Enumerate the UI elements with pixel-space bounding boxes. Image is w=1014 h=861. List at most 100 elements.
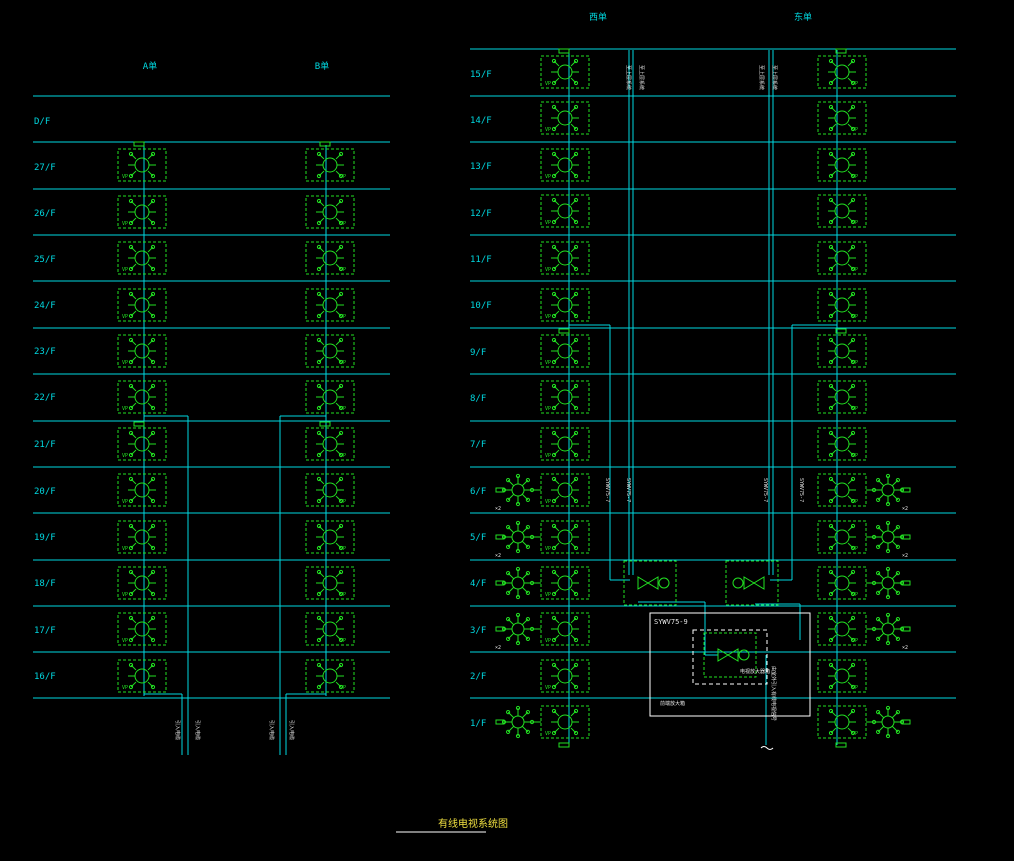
outlet-dot: [573, 545, 579, 551]
outlet-dot: [573, 244, 579, 250]
terminator: [319, 141, 331, 147]
branch: [553, 664, 560, 671]
branch: [553, 123, 560, 130]
box-outline: [305, 195, 355, 229]
outlet-dot: [850, 452, 856, 458]
floor-label: 23/F: [34, 347, 56, 357]
star-dot: [525, 729, 530, 734]
outlet-dot: [828, 197, 834, 203]
box-outline: [305, 520, 355, 554]
splitter-circle: [557, 110, 573, 126]
branch: [553, 727, 560, 734]
outlet-dot: [850, 430, 856, 436]
distribution-box: VP: [305, 380, 355, 414]
branch: [830, 339, 837, 346]
distribution-box: VP: [817, 148, 867, 182]
outlet-dot: [828, 476, 834, 482]
floor-lines: [33, 48, 956, 699]
distribution-box: VP: [117, 473, 167, 507]
branch: [570, 432, 577, 439]
star-dot: [895, 478, 900, 483]
outlet-dot: [338, 662, 344, 668]
splitter-circle: [134, 436, 150, 452]
branch: [847, 339, 854, 346]
vp-text: VP: [852, 453, 858, 459]
branch: [847, 60, 854, 67]
branch: [830, 495, 837, 502]
outlet-dot: [150, 337, 156, 343]
outlet-dot: [573, 58, 579, 64]
branch: [318, 664, 325, 671]
vp-text: VP: [340, 638, 346, 644]
distribution-box: VP: [540, 380, 590, 414]
vp-text: VP: [545, 267, 551, 273]
outlet-dot: [850, 337, 856, 343]
branch: [318, 571, 325, 578]
branch: [847, 153, 854, 160]
outlet-dot: [573, 637, 579, 643]
branch: [570, 617, 577, 624]
branch: [130, 217, 137, 224]
outlet-dot: [551, 405, 557, 411]
branch: [130, 339, 137, 346]
star-dot: [506, 590, 511, 595]
box-outline: [817, 194, 867, 228]
distribution-box: VP: [540, 473, 590, 507]
floor-label: 12/F: [470, 209, 492, 219]
terminator: [901, 580, 911, 586]
branch: [570, 525, 577, 532]
outlet-dot: [573, 383, 579, 389]
box-outline: [817, 427, 867, 461]
vp-text: VP: [545, 174, 551, 180]
incoming-note: 由室外引入有线电视信号: [770, 666, 777, 721]
splitter-circle: [134, 389, 150, 405]
branch: [570, 339, 577, 346]
terminator: [901, 719, 911, 725]
branch: [318, 681, 325, 688]
branch: [553, 681, 560, 688]
outlet-dot: [338, 173, 344, 179]
vp-text: VP: [545, 546, 551, 552]
box-outline: [817, 55, 867, 89]
branch: [553, 106, 560, 113]
vp-text: VP: [852, 174, 858, 180]
outlet-dot: [316, 313, 322, 319]
outlet-dot: [573, 615, 579, 621]
outlet-dot: [551, 126, 557, 132]
box-outline: [817, 148, 867, 182]
box-outline: [817, 612, 867, 646]
distribution-box: VP: [540, 55, 590, 89]
amp-triangle: [753, 576, 765, 590]
branch: [147, 339, 154, 346]
outlet-dot: [316, 244, 322, 250]
branch: [830, 617, 837, 624]
outlet-dot: [850, 708, 856, 714]
outlet-dot: [150, 476, 156, 482]
branch: [553, 432, 560, 439]
star-hub: [511, 576, 525, 590]
branch: [335, 432, 342, 439]
splitter-circle: [134, 621, 150, 637]
outlet-star: [871, 612, 905, 646]
outlet-dot: [150, 430, 156, 436]
branch: [570, 77, 577, 84]
outlet-dot: [316, 569, 322, 575]
star-dot: [885, 640, 891, 646]
distribution-box: VP: [540, 612, 590, 646]
branch: [830, 664, 837, 671]
outlet-dot: [850, 405, 856, 411]
floor-label: 11/F: [470, 255, 492, 265]
amplifier: [623, 560, 677, 606]
star-dot: [876, 729, 881, 734]
outlet-dot: [850, 523, 856, 529]
tv-amp-subbox: [692, 629, 768, 685]
star-dot: [515, 520, 521, 526]
vp-text: VP: [340, 314, 346, 320]
terminator: [495, 580, 505, 586]
branch: [147, 402, 154, 409]
top-cable-label: 至上层系统: [625, 65, 632, 90]
branch: [553, 199, 560, 206]
branch: [570, 402, 577, 409]
box-outline: [305, 288, 355, 322]
